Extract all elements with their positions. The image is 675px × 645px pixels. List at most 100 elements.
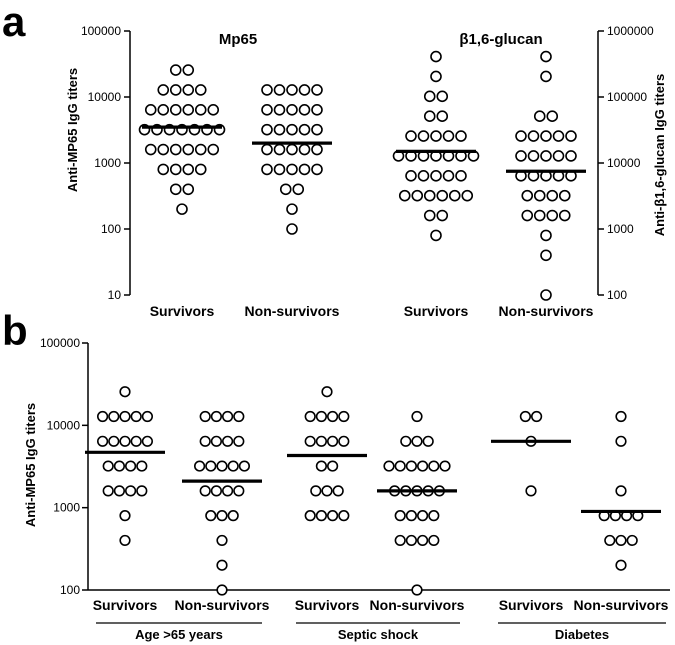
panel-b-series-3-point xyxy=(417,534,429,547)
panel-b-series-3-point xyxy=(383,460,395,472)
panel-a-series-1-point xyxy=(286,203,298,215)
panel-a-series-1-point xyxy=(261,84,273,96)
panel-a-series-3-point xyxy=(515,130,527,142)
panel-a-series-1-point xyxy=(311,84,323,96)
panel-b-group-label: Diabetes xyxy=(555,627,609,642)
panel-a-series-3-point xyxy=(533,209,546,222)
panel-b-series-1-point xyxy=(216,584,228,596)
panel-b-series-1-point xyxy=(216,460,228,472)
panel-a-category-label: Survivors xyxy=(404,303,469,319)
panel-a-series-3-point xyxy=(521,189,534,202)
panel-a-series-0-point xyxy=(194,103,207,116)
panel-b-series-2-point xyxy=(310,485,322,497)
panel-b-category-label: Non-survivors xyxy=(175,597,270,613)
panel-b-series-0-point xyxy=(119,386,131,398)
panel-b-series-3-point xyxy=(439,460,451,472)
panel-a-series-3-point xyxy=(540,249,552,262)
panel-a-series-3-point xyxy=(533,189,546,202)
panel-a-series-3-point xyxy=(540,50,552,63)
panel-a-series-2-point xyxy=(448,189,461,202)
panel-a-series-1-point xyxy=(261,163,273,176)
panel-b-series-0-point xyxy=(108,435,120,447)
panel-a-title-glucan: β1,6-glucan xyxy=(459,31,542,48)
panel-b-group-label: Age >65 years xyxy=(135,627,223,642)
panel-a-series-3-point xyxy=(540,70,552,83)
panel-a-left-tick-label: 1000 xyxy=(94,156,121,170)
panel-a-series-2-point xyxy=(430,229,442,242)
panel-a-series-1-point xyxy=(273,163,286,176)
panel-b-series-2-point xyxy=(315,410,328,423)
panel-a-series-0-point xyxy=(182,163,195,176)
panel-b-series-4-point xyxy=(519,410,532,423)
panel-b-series-0-point xyxy=(113,485,125,497)
panel-a-right-tick-label: 100 xyxy=(607,288,627,302)
panel-b-series-1-point xyxy=(216,510,228,522)
panel-b-series-0-point xyxy=(125,485,137,497)
panel-a-series-1-point xyxy=(311,163,323,176)
panel-b-series-3-point xyxy=(400,435,412,447)
panel-a-series-3-point xyxy=(565,130,577,142)
panel-b-series-4-point xyxy=(525,485,537,497)
panel-a-series-2-point xyxy=(461,189,474,202)
panel-b-series-0-point xyxy=(108,410,120,423)
panel-a-series-1-point xyxy=(286,163,298,176)
panel-b-series-3-point xyxy=(428,534,440,547)
panel-a-series-2-point xyxy=(423,209,436,222)
panel-a-series-3-point xyxy=(546,110,559,122)
panel-b-series-1-point xyxy=(210,410,222,423)
panel-a-series-1-point xyxy=(273,84,286,96)
panel-a-series-0-point xyxy=(157,163,170,176)
panel-b-series-5-point xyxy=(615,485,627,497)
panel-b-series-1-point xyxy=(216,534,228,547)
panel-a-category-label: Survivors xyxy=(150,303,215,319)
panel-a-series-3-point xyxy=(546,189,559,202)
panel-a-series-2-point xyxy=(436,90,449,103)
panel-b-left-tick-label: 100 xyxy=(60,583,80,597)
panel-b-left-ylabel: Anti-MP65 IgG titers xyxy=(23,403,38,527)
panel-b-series-0-point xyxy=(119,435,131,447)
panel-a-left-tick-label: 10 xyxy=(108,288,122,302)
panel-a-series-2-point xyxy=(442,130,455,142)
panel-b-series-0-point xyxy=(125,460,137,472)
panel-b-series-0-point xyxy=(136,485,148,497)
panel-a-series-0-point xyxy=(182,103,195,116)
panel-b-series-2-point xyxy=(327,410,339,423)
panel-b-series-2-point xyxy=(338,510,350,522)
panel-a-series-3-point xyxy=(552,130,565,142)
panel-b-series-0-point xyxy=(136,460,148,472)
panel-b-series-3-point xyxy=(411,584,423,596)
panel-a-series-0-point xyxy=(182,84,195,96)
panel-a-series-0-point xyxy=(194,143,207,156)
panel-a-series-1-point xyxy=(261,103,273,116)
panel-b-category-label: Survivors xyxy=(93,597,158,613)
panel-a-series-3-point xyxy=(540,150,552,162)
panel-a-series-2-point xyxy=(442,169,455,182)
panel-a-series-0-point xyxy=(194,84,207,96)
panel-a-series-0-point xyxy=(182,64,195,76)
panel-a-title-mp65: Mp65 xyxy=(219,31,257,48)
panel-a-series-2-point xyxy=(430,50,442,63)
panel-a-series-0-point xyxy=(157,103,170,116)
panel-a-series-1-point xyxy=(286,223,298,235)
panel-a-series-3-point xyxy=(540,130,552,142)
panel-b-series-0-point xyxy=(119,410,131,423)
panel-a-right-tick-label: 1000000 xyxy=(607,24,654,38)
panel-a-left-tick-label: 100000 xyxy=(81,24,121,38)
panel-a-series-2-point xyxy=(436,110,449,122)
panel-a-series-2-point xyxy=(430,70,442,83)
panel-b-series-1-point xyxy=(194,460,206,472)
panel-b-series-3-point xyxy=(417,510,429,522)
panel-b-series-0-point xyxy=(119,534,131,547)
panel-b-series-1-point xyxy=(222,435,234,447)
panel-a-series-1-point xyxy=(311,143,323,156)
panel-a-series-2-point xyxy=(436,209,449,222)
panel-a-series-1-point xyxy=(298,143,311,156)
panel-a-series-3-point xyxy=(558,209,571,222)
panel-a-series-1-point xyxy=(298,84,311,96)
panel-b-series-3-point xyxy=(394,510,406,522)
panel-b-series-0-point xyxy=(141,410,153,423)
panel-b-series-1-point xyxy=(216,559,228,571)
panel-b-series-3-point xyxy=(411,410,423,423)
panel-b-series-1-point xyxy=(233,435,245,447)
